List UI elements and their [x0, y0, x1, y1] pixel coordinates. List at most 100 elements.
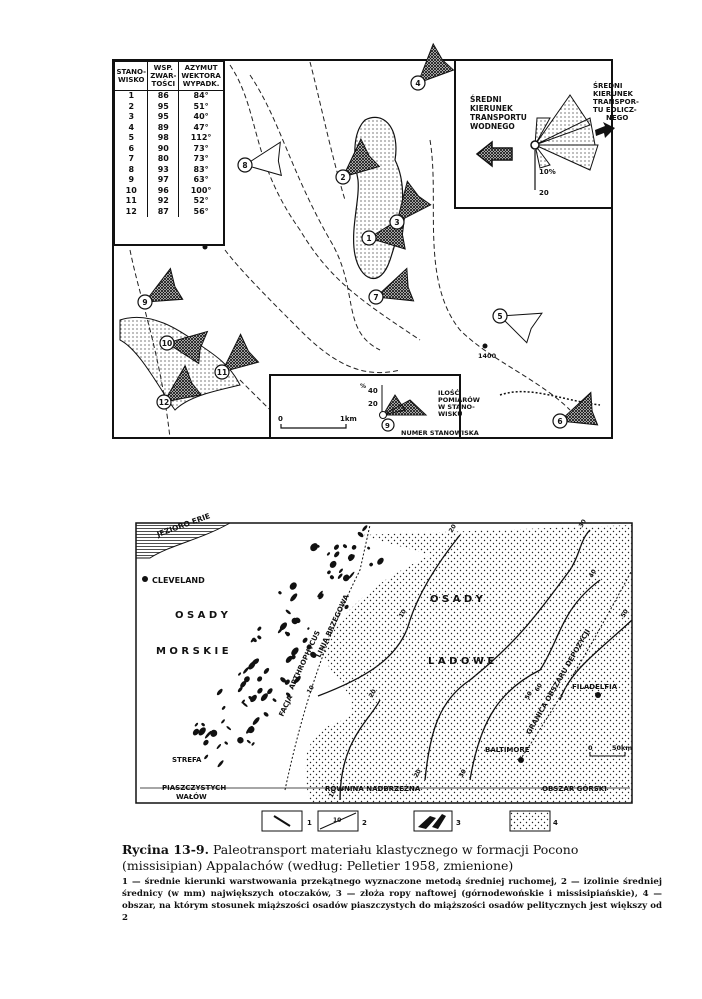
cell-azimuth: 100° [190, 185, 212, 195]
oil-field [334, 551, 340, 558]
scale-0-label: 0 [278, 415, 283, 423]
coastal-plain-label: RÓWNINA NADBRZEŻNA [325, 784, 421, 793]
oil-field [251, 742, 255, 746]
water-label-line: TRANSPORTU [470, 113, 527, 122]
cell-consistency: 93 [147, 164, 180, 175]
cell-consistency: 86 [147, 90, 180, 102]
marine-label-2: M O R S K I E [156, 646, 229, 657]
caption-description: 1 — średnie kierunki warstwowania przeką… [122, 877, 662, 923]
oil-field [216, 743, 222, 750]
count-label-line: WISKU [438, 410, 462, 418]
oil-field [310, 543, 318, 552]
cell-azimuth: 47° [193, 122, 209, 132]
tick-40-label: 40 [368, 387, 378, 395]
oil-field [221, 705, 226, 710]
city-cleveland: CLEVELAND [152, 576, 205, 585]
water-label-line: ŚREDNI [470, 95, 502, 104]
oil-field [263, 712, 269, 717]
oil-field [257, 626, 262, 631]
oil-field [244, 676, 250, 683]
cell-consistency: 96 [147, 185, 180, 196]
wind-label-line: TRANSPOR- [593, 98, 639, 106]
water-label-line: WODNEGO [470, 122, 515, 131]
oil-field [237, 736, 244, 744]
wind-label-line: KIERUNEK [593, 90, 634, 98]
oil-field [241, 699, 245, 704]
oil-field [329, 560, 337, 568]
scale-10-label: 10% [539, 168, 556, 176]
oil-field [260, 693, 268, 702]
station-number: 1 [366, 234, 371, 243]
oil-field [342, 544, 347, 549]
station-12: 12 [156, 364, 203, 410]
oil-field [317, 590, 323, 598]
lake-erie [135, 522, 232, 559]
oil-field [327, 570, 331, 575]
rose-diagram [558, 391, 599, 426]
rose-diagram [498, 312, 543, 344]
isoline-label: 10 [306, 684, 316, 695]
oil-field [267, 688, 273, 695]
oil-field [221, 719, 225, 724]
oil-field [257, 687, 263, 694]
oil-field [277, 627, 283, 634]
cell-azimuth: 73° [193, 154, 209, 163]
isoline-label: 60 [534, 682, 544, 693]
rose-diagram [165, 330, 209, 365]
station-7: 7 [368, 267, 415, 305]
isolines [317, 529, 633, 801]
oil-field [272, 698, 277, 702]
cell-azimuth: 84° [193, 91, 209, 100]
oil-field [342, 574, 350, 582]
oil-field [280, 677, 287, 683]
wind-rose-icon [533, 94, 599, 171]
rose-diagram [417, 42, 455, 84]
station-number: 12 [159, 398, 169, 407]
station-8: 8 [237, 141, 283, 177]
station-number: 7 [373, 293, 378, 302]
isoline-label: 30 [578, 518, 588, 529]
legend-number: 2 [362, 819, 367, 827]
oil-field [224, 741, 228, 745]
cell-station: 11 [115, 196, 149, 207]
oil-field [329, 575, 334, 580]
zone-label: WAŁÓW [176, 792, 207, 801]
oil-field [291, 647, 299, 656]
elevation-label: 1400 [478, 352, 497, 360]
isoline-icon [319, 812, 357, 830]
oil-field [294, 617, 301, 624]
oil-field [348, 554, 355, 562]
legend-row: 1 10 2 3 4 [261, 810, 558, 832]
cell-consistency: 98 [147, 133, 180, 144]
station-number: 10 [162, 339, 172, 348]
scale-20-label: 20 [539, 189, 549, 197]
oil-field [318, 593, 324, 600]
cell-station: 5 [115, 133, 149, 144]
header-azimuth: AZYMUT WEKTORA WYPADK. [178, 62, 223, 91]
oil-field [351, 544, 357, 550]
oil-field [333, 544, 339, 550]
station-6: 6 [552, 391, 599, 429]
wind-label-line: TU EOLICZ- [593, 106, 637, 114]
oil-field [201, 722, 205, 727]
oil-field [238, 672, 242, 676]
oil-field [285, 655, 293, 663]
rose-diagram [396, 180, 432, 223]
cell-station: 12 [115, 206, 149, 217]
oil-field [326, 552, 331, 556]
wind-arrow-icon [595, 122, 615, 138]
isoline-label: 20 [448, 523, 458, 534]
isoline-label: 10 [328, 788, 338, 799]
station-legend: 0 1km % 40 20 9 ILOŚĆ POMIARÓW W STANO- … [269, 374, 480, 439]
tick-20-label: 20 [368, 400, 378, 408]
oil-field [252, 717, 260, 725]
oil-field [307, 627, 310, 630]
oil-field [291, 654, 296, 660]
cell-azimuth: 40° [193, 112, 209, 121]
rose-diagram [221, 333, 260, 373]
oil-field [246, 739, 251, 744]
